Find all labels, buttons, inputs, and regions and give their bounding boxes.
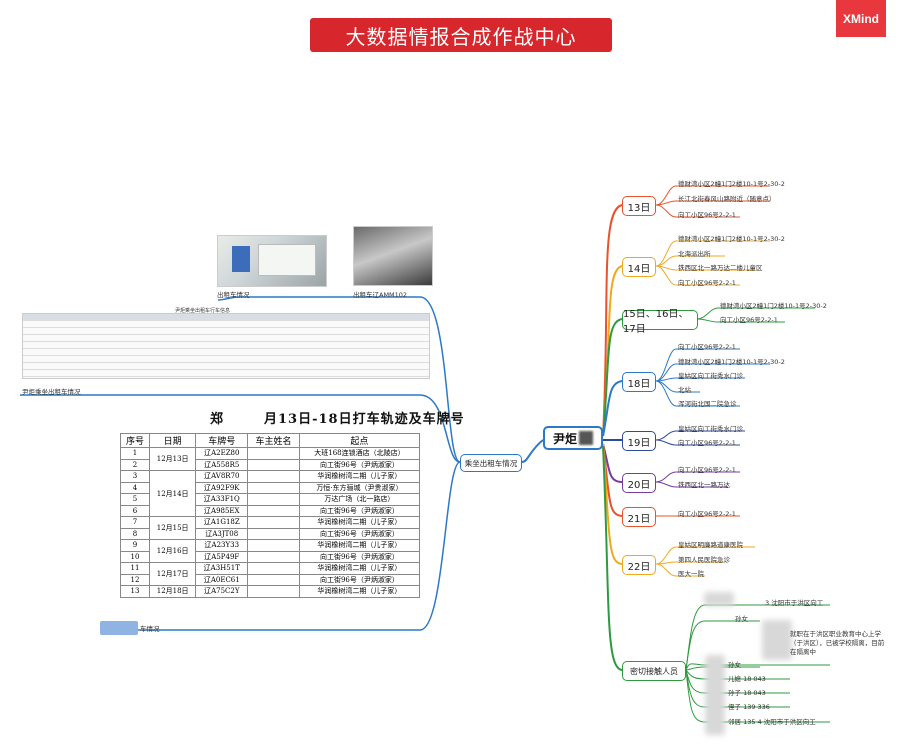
leaf-19-1[interactable]: 皇姑区向工街秀水门诊 [678,425,743,433]
redaction-mark [579,431,594,445]
leaf-19-2[interactable]: 向工小区96号2-2-1 [678,439,736,447]
table-header-row: 序号 日期 车牌号 车主姓名 起点 [120,433,421,448]
col-header: 日期 [148,433,197,448]
center-node[interactable]: 尹炬 [543,426,603,450]
col-header: 车主姓名 [247,433,300,448]
table-row: 3 12月14日 辽AV8R70 华润橡树湾二期（儿子家） [120,470,421,517]
contact-leaf-4[interactable]: 孙女 [728,661,741,669]
sheet-caption: 尹炬乘坐出租车情况 [22,388,81,396]
day-node-19[interactable]: 19日 [622,431,656,451]
contacts-node[interactable]: 密切接触人员 [622,661,686,681]
leaf-14-1[interactable]: 德财湾小区2幢1门2楼10-1号2-30-2 [678,235,785,243]
table-row: 8 辽A3JT08 向工街96号（尹炳淑家） [120,527,421,540]
leaf-22-2[interactable]: 第四人民医院急诊 [678,556,730,564]
redaction-smear [762,620,792,660]
table-row: 9 12月16日 辽A23Y33 华润橡树湾二期（儿子家） [120,539,421,563]
table-row: 7 12月15日 辽A1G18Z 华润橡树湾二期（儿子家） [120,516,421,540]
day-node-14[interactable]: 14日 [622,257,656,277]
leaf-15-2[interactable]: 向工小区96号2-2-1 [720,316,778,324]
leaf-22-3[interactable]: 医大一院 [678,570,704,578]
taxi-records-screenshot[interactable] [22,313,430,379]
taxi-interior-photo[interactable] [353,226,433,286]
contact-leaf-2[interactable]: 孙女 [735,615,748,623]
taxi-record-table: 序号 日期 车牌号 车主姓名 起点 1 12月13日 辽A2EZ80 大班168… [120,433,421,598]
page-title: 大数据情报合成作战中心 [310,18,612,52]
table-row: 13 12月18日 辽A75C2Y 华润橡树湾二期（儿子家） [120,585,421,598]
leaf-20-2[interactable]: 铁西区北一路万达 [678,481,730,489]
table-row: 6 辽A985EX 向工街96号（尹炳淑家） [120,504,421,517]
record-title: 郑月13日-18日打车轨迹及车牌号 [210,412,465,427]
record-caption: 车情况 [140,625,160,633]
leaf-13-1[interactable]: 德财湾小区2幢1门2楼10-1号2-30-2 [678,180,785,188]
xmind-logo[interactable]: XMind [836,0,886,37]
contact-leaf-6[interactable]: 孙子 18 043 [728,689,766,697]
leaf-13-3[interactable]: 向工小区96号2-2-1 [678,211,736,219]
contact-leaf-7[interactable]: 侄子 139 336 [728,703,770,711]
leaf-21-1[interactable]: 向工小区96号2-2-1 [678,510,736,518]
contact-leaf-1[interactable]: 3 沈阳市于洪区向工 [765,599,824,607]
redaction-smear [704,592,734,606]
leaf-18-1[interactable]: 向工小区96号2-2-1 [678,343,736,351]
leaf-13-2[interactable]: 长江北街春风山路附近（随意点） [678,195,776,203]
leaf-20-1[interactable]: 向工小区96号2-2-1 [678,466,736,474]
table-row: 11 12月17日 辽A3H51T 华润橡树湾二期（儿子家） [120,562,421,586]
photo-left-caption: 出租车情况 [217,291,250,299]
leaf-15-1[interactable]: 德财湾小区2幢1门2楼10-1号2-30-2 [720,302,827,310]
leaf-18-5[interactable]: 浑河街北国二院急诊 [678,400,737,408]
contact-leaf-5[interactable]: 儿媳 18 043 [728,675,766,683]
redaction-smear [705,655,725,735]
leaf-14-3[interactable]: 铁西区北一路万达二楼儿童区 [678,264,763,272]
leaf-14-2[interactable]: 北海派出所 [678,250,711,258]
table-row: 2 辽A558R5 向工街96号（尹炳淑家） [120,458,421,471]
col-header: 车牌号 [195,433,249,448]
screen-panel [258,244,316,276]
day-node-15-17[interactable]: 15日、16日、17日 [622,309,698,335]
leaf-18-3[interactable]: 皇姑区向工街秀水门诊 [678,372,743,380]
table-row: 12 辽A0EC61 向工街96号（尹炳淑家） [120,573,421,586]
contact-leaf-3[interactable]: 就职在于洪区职业教育中心上学（于洪区），已被学校隔离，目前在隔离中 [790,630,885,656]
col-header: 起点 [298,433,421,448]
day-node-18[interactable]: 18日 [622,372,656,392]
col-header: 序号 [120,433,150,448]
photo-right-caption: 出租车辽AMM102 [353,291,408,299]
day-node-20[interactable]: 20日 [622,473,656,493]
sheet-title: 尹炬乘坐出租车行车信息 [175,308,231,314]
leaf-18-2[interactable]: 德财湾小区2幢1门2楼10-1号2-30-2 [678,358,785,366]
contact-leaf-8[interactable]: 邻居 135 4 沈阳市于洪区向工 [728,718,816,726]
day-node-13[interactable]: 13日 [622,196,656,216]
leaf-22-1[interactable]: 皇姑区明廉路道康医院 [678,541,743,549]
redaction-pill [100,621,138,635]
table-row: 10 辽A5P49F 向工街96号（尹炳淑家） [120,550,421,563]
driver-id-photo [232,246,250,272]
taxi-branch-node[interactable]: 乘坐出租车情况 [460,454,522,472]
day-node-22[interactable]: 22日 [622,555,656,575]
leaf-18-4[interactable]: 北站 [678,386,691,394]
leaf-14-4[interactable]: 向工小区96号2-2-1 [678,279,736,287]
day-node-21[interactable]: 21日 [622,507,656,527]
table-row: 1 12月13日 辽A2EZ80 大班168连锁酒店（北陵店） [120,447,421,471]
taxi-screen-photo[interactable] [217,235,327,287]
